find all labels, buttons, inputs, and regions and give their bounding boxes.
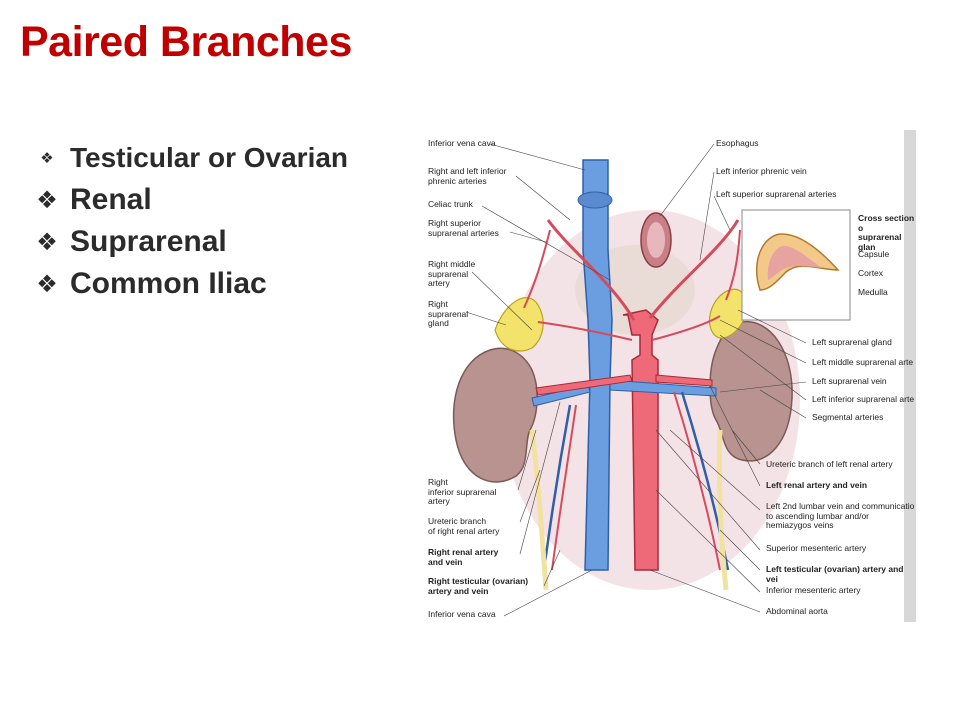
inferior-vena-cava — [582, 159, 613, 571]
inset-label-medulla: Medulla — [858, 287, 888, 297]
label-right-testicular: Right testicular (ovarian) artery and ve… — [428, 576, 529, 596]
bullet-text: Testicular or Ovarian — [70, 141, 349, 173]
bullet-text: Common Iliac — [70, 267, 267, 300]
inset-heading: Cross section o suprarenal glan — [858, 213, 915, 252]
right-testicular-vein — [542, 404, 572, 571]
bullet-renal: ❖ Renal — [36, 179, 348, 221]
label-left-ureteric-branch: Ureteric branch of left renal artery — [766, 459, 893, 469]
left-kidney — [709, 321, 793, 462]
label-celiac-trunk: Celiac trunk — [428, 199, 473, 209]
left-renal-artery — [655, 374, 713, 387]
right-ureter — [529, 429, 549, 591]
esophagus-lumen — [647, 222, 665, 258]
label-left-middle-suprarenal: Left middle suprarenal arte — [812, 357, 914, 367]
anatomy-figure: Inferior vena cava Right and left inferi… — [420, 130, 916, 622]
left-leader-lines — [465, 143, 611, 617]
diamond-bullet-icon: ❖ — [36, 186, 58, 214]
label-right-ureteric-branch: Ureteric branch of right renal artery — [428, 516, 500, 536]
abdominal-aorta — [622, 309, 659, 571]
bullet-list: ❖ Testicular or Ovarian ❖ Renal ❖ Suprar… — [36, 136, 348, 305]
slide-title: Paired Branches — [20, 18, 352, 66]
label-left-suprarenal-gland: Left suprarenal gland — [812, 337, 892, 347]
hepatic-veins — [577, 191, 613, 209]
label-left-testicular: Left testicular (ovarian) artery and vei — [766, 564, 904, 584]
page-edge-shadow — [904, 130, 916, 622]
label-left-superior-suprarenal: Left superior suprarenal arteries — [716, 189, 837, 199]
label-right-inferior-suprarenal: Right inferior suprarenal artery — [428, 477, 497, 506]
left-ureter — [716, 429, 729, 591]
label-segmental-arteries: Segmental arteries — [812, 412, 884, 422]
inset-medulla-shape — [767, 245, 822, 280]
inset-label-capsule: Capsule — [858, 249, 890, 259]
inferior-phrenic-arteries — [546, 219, 740, 321]
label-left-suprarenal-vein: Left suprarenal vein — [812, 376, 887, 386]
label-left-inferior-suprarenal: Left inferior suprarenal arte — [812, 394, 915, 404]
label-right-superior-suprarenal: Right superior suprarenal arteries — [428, 218, 499, 238]
middle-suprarenal-arteries — [537, 315, 721, 341]
label-right-middle-suprarenal: Right middle suprarenal artery — [428, 259, 476, 288]
label-left-renal-artery-vein: Left renal artery and vein — [766, 480, 868, 490]
label-superior-mesenteric-artery: Superior mesenteric artery — [766, 543, 867, 553]
diamond-bullet-icon: ❖ — [36, 270, 58, 298]
label-inferior-phrenic-arteries: Right and left inferior phrenic arteries — [428, 166, 507, 186]
bullet-text: Renal — [70, 183, 152, 216]
right-renal-artery — [535, 374, 633, 396]
label-right-suprarenal-gland: Right suprarenal gland — [428, 299, 469, 328]
label-esophagus: Esophagus — [716, 138, 759, 148]
label-left-inferior-phrenic-vein: Left inferior phrenic vein — [716, 166, 807, 176]
right-suprarenal-gland — [494, 297, 544, 352]
label-inferior-mesenteric-artery: Inferior mesenteric artery — [766, 585, 861, 595]
label-ivc-top: Inferior vena cava — [428, 138, 496, 148]
left-renal-vein — [609, 379, 717, 397]
right-kidney — [452, 347, 538, 483]
bullet-common-iliac: ❖ Common Iliac — [36, 263, 348, 305]
right-leader-lines — [649, 143, 807, 613]
label-left-2nd-lumbar-vein: Left 2nd lumbar vein and communicatio to… — [766, 501, 915, 530]
inset-label-cortex: Cortex — [858, 268, 884, 278]
anatomy-illustration — [452, 130, 916, 622]
label-ivc-bottom: Inferior vena cava — [428, 609, 496, 619]
label-abdominal-aorta: Abdominal aorta — [766, 606, 828, 616]
bullet-testicular-ovarian: ❖ Testicular or Ovarian — [36, 136, 348, 179]
diamond-bullet-icon: ❖ — [40, 149, 54, 167]
superior-suprarenal-arteries — [523, 229, 741, 309]
right-testicular-artery — [551, 404, 577, 571]
diamond-bullet-icon: ❖ — [36, 228, 58, 256]
bullet-suprarenal: ❖ Suprarenal — [36, 221, 348, 263]
bullet-text: Suprarenal — [70, 225, 227, 258]
label-right-renal-artery-vein: Right renal artery and vein — [428, 547, 499, 567]
